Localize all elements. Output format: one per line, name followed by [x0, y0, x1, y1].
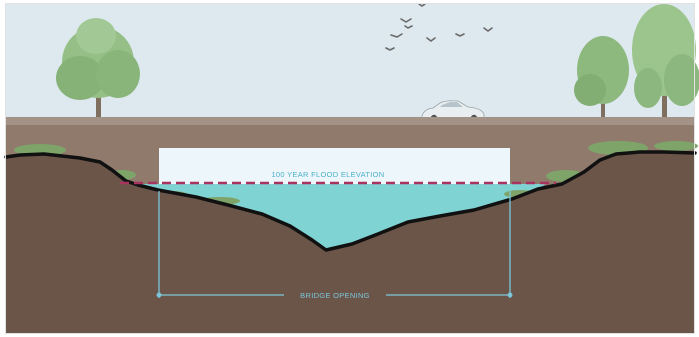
tree-right-small [574, 36, 629, 126]
bridge-opening-space [159, 148, 510, 184]
flood-elevation-label: 100 YEAR FLOOD ELEVATION [271, 170, 384, 179]
diagram-frame [5, 3, 695, 334]
bridge-opening-dimension [156, 191, 513, 298]
bird-flock-icon [385, 3, 493, 51]
tree-left [56, 18, 140, 126]
ground-cross-section [6, 152, 695, 333]
bridge-opening-label: BRIDGE OPENING [300, 291, 370, 300]
tree-right-large [632, 4, 699, 128]
road-deck [6, 117, 695, 125]
ground-outline [4, 150, 697, 252]
